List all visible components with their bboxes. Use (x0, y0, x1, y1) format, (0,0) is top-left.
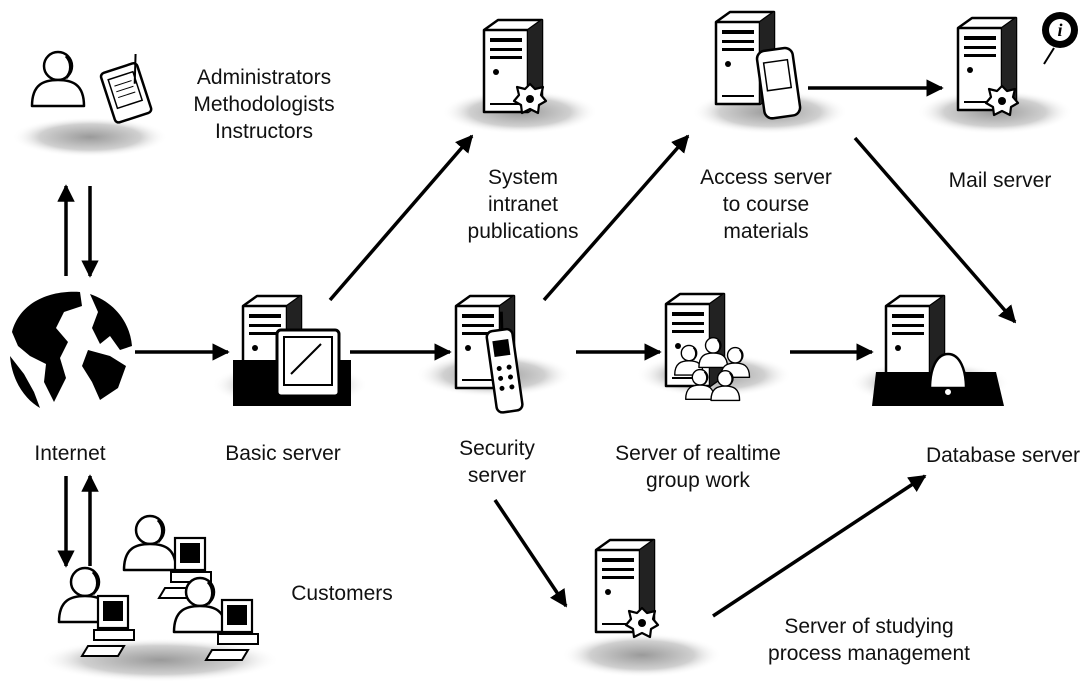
server-with-tablet-icon (233, 294, 351, 406)
server-with-gear-icon-mail (956, 16, 1020, 117)
security-server-label-line-1: Security (459, 437, 535, 460)
customers-label-line-1: Customers (291, 582, 393, 605)
globe-icon (8, 290, 132, 414)
admins-label-line-3: Instructors (214, 120, 314, 143)
arrow-security-to-studying (493, 499, 568, 608)
internet-label: Internet (34, 440, 105, 467)
arrow-security-to-access (542, 134, 690, 302)
server-with-pda-icon (714, 10, 802, 120)
realtime-server-label: Server of realtime group work (615, 440, 781, 494)
access-server-label-line-3: materials (723, 220, 809, 243)
intranet-label-line-2: intranet (487, 193, 559, 216)
admins-label-line-1: Administrators (196, 66, 332, 89)
arrow-basic-to-intranet (328, 134, 474, 302)
arrow-access-to-database (853, 136, 1017, 324)
basic-server-label: Basic server (225, 440, 341, 467)
realtime-server-label-line-2: group work (646, 469, 750, 492)
svg-text:i: i (1057, 20, 1062, 40)
intranet-label-line-3: publications (467, 220, 579, 243)
security-server-label: Security server (459, 435, 535, 489)
intranet-label: System intranet publications (468, 164, 579, 245)
internet-label-line-1: Internet (34, 442, 106, 465)
server-with-phone-icon (454, 294, 524, 414)
studying-server-label-line-2: process management (768, 642, 970, 665)
database-server-label-line-1: Database server (925, 444, 1081, 467)
access-server-label-line-2: to course (722, 193, 810, 216)
studying-server-label: Server of studying process management (768, 613, 970, 667)
mail-server-label: Mail server (949, 167, 1052, 194)
basic-server-label-line-1: Basic server (225, 442, 341, 465)
studying-server-label-line-1: Server of studying (784, 615, 954, 638)
arrow-studying-to-database (712, 474, 927, 618)
server-with-gear-icon-intranet (482, 18, 548, 115)
access-server-label: Access server to course materials (700, 164, 832, 245)
intranet-label-line-1: System (487, 166, 558, 189)
mail-server-label-line-1: Mail server (948, 169, 1052, 192)
admins-label: Administrators Methodologists Instructor… (193, 64, 334, 145)
realtime-server-label-line-1: Server of realtime (615, 442, 781, 465)
administrator-with-pda-icon (30, 50, 153, 124)
admins-label-line-2: Methodologists (193, 93, 335, 116)
connection-arrows (57, 79, 1017, 618)
access-server-label-line-1: Access server (700, 166, 832, 189)
customers-label: Customers (291, 580, 393, 607)
security-server-label-line-2: server (467, 464, 527, 487)
server-with-bell-icon (872, 294, 1004, 406)
info-icon: i (1042, 12, 1078, 65)
server-with-gear-icon-studying (594, 538, 660, 639)
database-server-label: Database server (926, 442, 1080, 469)
